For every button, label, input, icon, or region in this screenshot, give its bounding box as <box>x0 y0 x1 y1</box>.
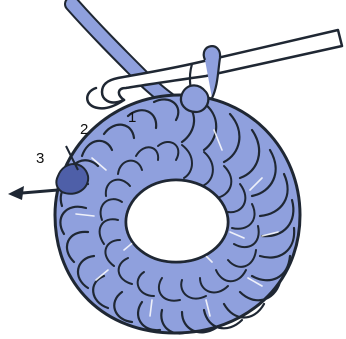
label-3: 3 <box>36 150 44 167</box>
crochet-ring <box>55 95 300 334</box>
label-1: 1 <box>128 109 136 126</box>
highlighted-stitch <box>56 164 88 194</box>
label-2: 2 <box>80 121 88 138</box>
arrow-left-icon <box>8 186 58 200</box>
yarn-tail-fill <box>72 4 178 106</box>
